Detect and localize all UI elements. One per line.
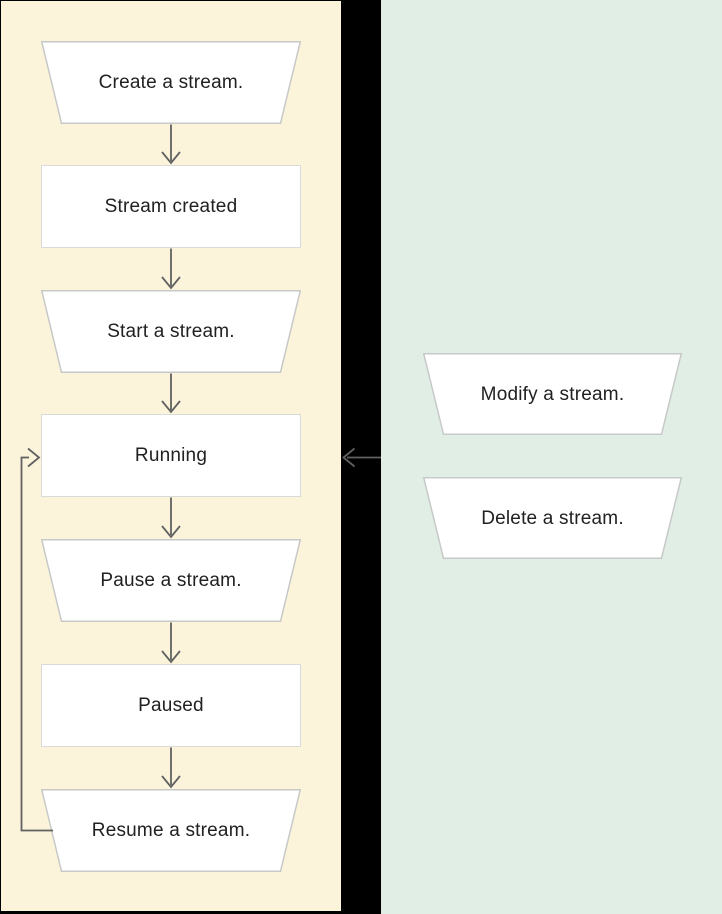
node-label: Pause a stream. bbox=[100, 570, 242, 591]
flow-node-paused: Paused bbox=[41, 664, 301, 747]
flow-node-pause-a-stream: Pause a stream. bbox=[41, 539, 301, 622]
trapezoid-shape bbox=[41, 41, 301, 124]
trapezoid-shape bbox=[423, 353, 682, 435]
node-label: Modify a stream. bbox=[480, 383, 625, 405]
stream-actions-panel bbox=[381, 0, 722, 914]
trapezoid-shape bbox=[41, 290, 301, 373]
trapezoid-shape bbox=[423, 477, 682, 559]
node-label: Delete a stream. bbox=[481, 507, 624, 529]
trapezoid-shape bbox=[41, 539, 301, 622]
arrow-actions-to-running bbox=[342, 447, 381, 468]
flow-node-start-a-stream: Start a stream. bbox=[41, 290, 301, 373]
flow-node-running: Running bbox=[41, 414, 301, 497]
flow-node-create-a-stream: Create a stream. bbox=[41, 41, 301, 124]
node-label: Resume a stream. bbox=[91, 820, 251, 841]
node-label: Start a stream. bbox=[107, 321, 235, 342]
flow-node-delete-a-stream: Delete a stream. bbox=[423, 477, 682, 559]
node-label: Running bbox=[134, 445, 208, 466]
node-label: Stream created bbox=[104, 196, 238, 217]
node-label: Create a stream. bbox=[98, 72, 244, 93]
flow-node-modify-a-stream: Modify a stream. bbox=[423, 353, 682, 435]
flow-node-resume-a-stream: Resume a stream. bbox=[41, 789, 301, 872]
node-label: Paused bbox=[138, 695, 204, 716]
trapezoid-shape bbox=[41, 789, 301, 872]
flow-node-stream-created: Stream created bbox=[41, 165, 301, 248]
